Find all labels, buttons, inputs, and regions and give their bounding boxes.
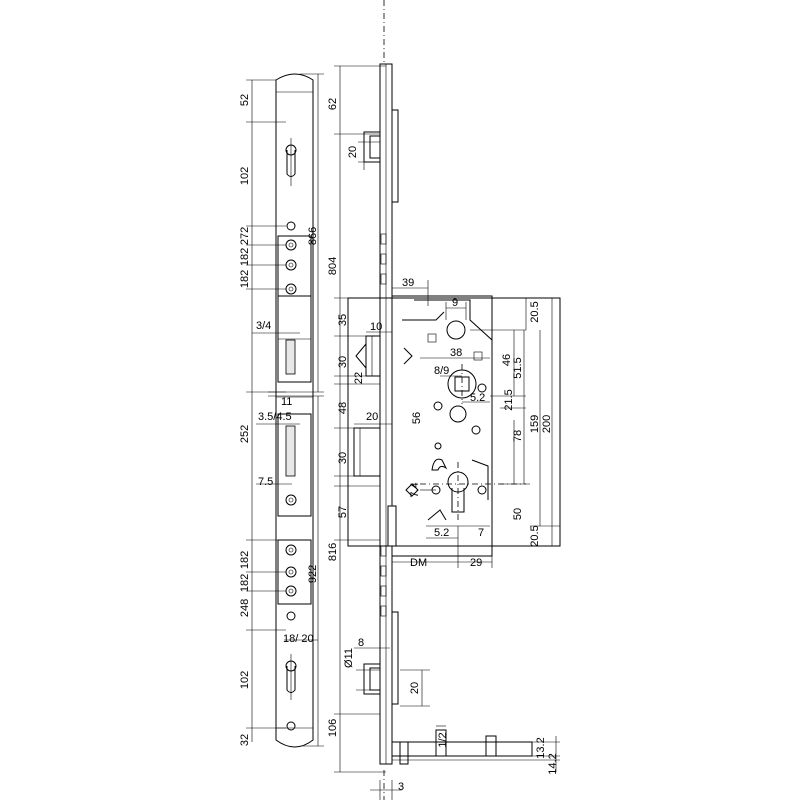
strike-keyhole-bottom xyxy=(285,654,297,731)
dim-dm: DM xyxy=(410,557,427,569)
dim-5-2-b: 5.2 xyxy=(434,527,449,539)
dim-32: 32 xyxy=(239,734,251,746)
dim-182-a: 182 xyxy=(239,248,251,266)
dim-30-b: 30 xyxy=(337,452,349,464)
dim-159: 159 xyxy=(529,415,541,433)
dim-866: 866 xyxy=(307,227,319,245)
strike-keyhole-top xyxy=(285,138,297,186)
dim-50: 50 xyxy=(512,508,524,520)
dim-7: 7 xyxy=(478,527,484,539)
dim-18-20: 18/ 20 xyxy=(283,633,314,645)
dim-57: 57 xyxy=(337,506,349,518)
dim-8: 8 xyxy=(358,637,364,649)
dim-11-dia: Ø11 xyxy=(343,648,355,668)
dim-48: 48 xyxy=(337,402,349,414)
dim-1-2: 1/2 xyxy=(437,732,449,747)
faceplate-bolt xyxy=(353,427,381,477)
dim-7-4: 7.4 xyxy=(409,482,421,497)
lower-bolt-parts xyxy=(387,505,447,547)
dim-5-2-a: 5.2 xyxy=(470,392,485,404)
dim-252: 252 xyxy=(239,425,251,443)
strike-dimension-lines xyxy=(246,73,324,747)
dim-46: 46 xyxy=(501,354,513,366)
dim-21-5: 21.5 xyxy=(503,389,515,410)
dim-20-5-top: 20.5 xyxy=(529,301,541,322)
dim-20-mid: 20 xyxy=(366,411,378,423)
lock-case xyxy=(347,280,561,568)
dim-200: 200 xyxy=(541,415,553,433)
section-view xyxy=(391,725,560,772)
strike-bolt-opening xyxy=(277,413,312,517)
dim-20-top: 20 xyxy=(347,146,359,158)
dim-52: 52 xyxy=(239,94,251,106)
dim-30-a: 30 xyxy=(337,356,349,368)
latch-follower xyxy=(402,311,483,365)
dim-20-bottom: 20 xyxy=(409,682,421,694)
dim-14-2: 14.2 xyxy=(547,753,559,774)
dim-3: 3 xyxy=(398,781,404,793)
strike-plate xyxy=(246,73,324,748)
dim-8-9: 8/9 xyxy=(434,365,449,377)
dim-20-5-bottom: 20.5 xyxy=(529,525,541,546)
strike-screw-holes-upper xyxy=(285,221,297,295)
dim-51-5: 51.5 xyxy=(512,357,524,378)
cylinder-profile xyxy=(405,458,526,522)
dim-10: 10 xyxy=(370,321,382,333)
dim-182-b: 182 xyxy=(239,270,251,288)
dim-804: 804 xyxy=(327,257,339,275)
dim-29: 29 xyxy=(470,557,482,569)
dim-78: 78 xyxy=(512,430,524,442)
dim-7-5: 7.5 xyxy=(258,476,273,488)
lock-case-dimension-lines xyxy=(391,280,560,568)
faceplate-roller-bottom xyxy=(363,663,381,695)
faceplate xyxy=(334,0,430,800)
dim-272: 272 xyxy=(239,227,251,245)
dim-35: 35 xyxy=(337,314,349,326)
dim-182-d: 182 xyxy=(239,574,251,592)
dim-182-c: 182 xyxy=(239,551,251,569)
dim-3-4: 3/4 xyxy=(256,320,271,332)
dim-3-5-4-5: 3.5/4.5 xyxy=(258,411,292,423)
dim-56: 56 xyxy=(411,412,423,424)
faceplate-roller-top xyxy=(363,131,381,163)
dim-22: 22 xyxy=(353,372,365,384)
spindle-follower xyxy=(433,320,487,450)
dim-11: 11 xyxy=(281,396,292,408)
dim-102-top: 102 xyxy=(239,167,251,185)
faceplate-notches xyxy=(380,233,387,617)
strike-latch-opening xyxy=(277,295,312,383)
dim-62: 62 xyxy=(327,98,339,110)
faceplate-dimension-lines xyxy=(334,65,430,800)
dim-922: 922 xyxy=(307,565,319,583)
dim-9: 9 xyxy=(452,297,458,309)
dimension-labels: 52 102 272 182 182 3/4 11 252 3.5/4.5 7.… xyxy=(239,94,559,793)
dim-38: 38 xyxy=(450,347,462,359)
faceplate-latch xyxy=(355,335,381,377)
dim-39: 39 xyxy=(402,277,414,289)
dim-106: 106 xyxy=(327,719,339,737)
dim-816: 816 xyxy=(327,543,339,561)
dim-102-bottom: 102 xyxy=(239,671,251,689)
dim-248: 248 xyxy=(239,599,251,617)
dim-13-2: 13.2 xyxy=(535,737,547,758)
